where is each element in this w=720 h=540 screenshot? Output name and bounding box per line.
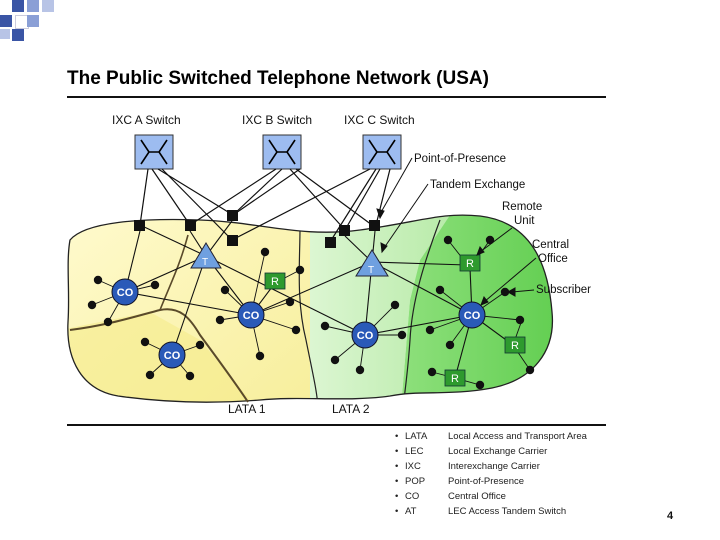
lata2-outer-region — [400, 215, 553, 403]
remote-label: R — [466, 258, 474, 270]
corner-square — [0, 15, 12, 27]
callout-central: Central — [532, 239, 569, 251]
callout-subscriber: Subscriber — [536, 284, 591, 296]
lata-divider — [298, 227, 319, 403]
page-number: 4 — [667, 510, 674, 522]
ixc-switch — [262, 134, 302, 170]
legend-definition: Central Office — [448, 491, 506, 502]
callout-pop: Point-of-Presence — [414, 153, 506, 165]
legend-bullet: • — [395, 476, 399, 487]
lata-label: LATA 1 — [228, 402, 266, 416]
central-office-node: CO — [237, 301, 265, 329]
co-label: CO — [357, 330, 374, 342]
legend-abbr: AT — [405, 506, 417, 517]
subscriber-dots — [87, 235, 535, 390]
corner-square — [12, 29, 24, 41]
legend-bullet: • — [395, 461, 399, 472]
legend-definition: Local Access and Transport Area — [448, 431, 587, 442]
cloud-outline — [67, 214, 554, 403]
co-label: CO — [243, 310, 260, 322]
switch-label: IXC A Switch — [112, 113, 181, 127]
tandem-label: T — [368, 265, 374, 276]
legend-definition: Local Exchange Carrier — [448, 446, 548, 457]
legend-abbr: IXC — [405, 461, 421, 472]
lata-label: LATA 2 — [332, 402, 370, 416]
legend-definition: LEC Access Tandem Switch — [448, 506, 567, 517]
remote-unit: R — [444, 369, 466, 387]
legend-abbr: LATA — [405, 431, 428, 442]
tandem-label: T — [202, 257, 208, 268]
co-label: CO — [164, 350, 181, 362]
legend-bullet: • — [395, 446, 399, 457]
network-cloud — [67, 215, 553, 403]
switch-label: IXC C Switch — [344, 113, 415, 127]
lata1-boundary — [159, 234, 189, 311]
remote-unit: R — [264, 272, 286, 290]
ixc-switch — [362, 134, 402, 170]
tandem-node: T — [355, 249, 389, 277]
remote-unit: R — [504, 336, 526, 354]
corner-square — [27, 0, 39, 12]
legend-bullet: • — [395, 491, 399, 502]
callout-central: Office — [538, 253, 568, 265]
legend-abbr: POP — [405, 476, 426, 487]
legend-bullet: • — [395, 431, 399, 442]
title-rule — [67, 96, 606, 98]
switch-label: IXC B Switch — [242, 113, 312, 127]
callout-remote: Unit — [514, 215, 535, 227]
co-label: CO — [117, 287, 134, 299]
legend-bullet: • — [395, 506, 399, 517]
lata2-region — [310, 215, 460, 403]
legend-abbr: CO — [405, 491, 420, 502]
lata-divider — [403, 219, 441, 401]
ixc-switch — [134, 134, 174, 170]
footer-rule — [67, 424, 606, 426]
central-office-node: CO — [111, 278, 139, 306]
page-title: The Public Switched Telephone Network (U… — [67, 68, 489, 89]
lata1-boundary — [69, 308, 249, 403]
trunk-lines — [139, 168, 391, 243]
network-links — [124, 255, 514, 379]
pop-nodes — [134, 210, 380, 248]
legend-abbr: LEC — [405, 446, 424, 457]
corner-square — [12, 0, 24, 12]
remote-unit: R — [459, 254, 481, 272]
callout-tandem: Tandem Exchange — [430, 179, 525, 191]
central-office-node: CO — [458, 301, 486, 329]
legend-definition: Interexchange Carrier — [448, 461, 540, 472]
corner-square — [0, 29, 10, 39]
corner-square — [42, 0, 54, 12]
tandem-node: T — [190, 242, 222, 269]
co-label: CO — [464, 310, 481, 322]
legend-definition: Point-of-Presence — [448, 476, 525, 487]
callout-remote: Remote — [502, 201, 542, 213]
corner-square — [27, 15, 39, 27]
remote-label: R — [511, 340, 519, 352]
central-office-node: CO — [158, 341, 186, 369]
central-office-node: CO — [351, 321, 379, 349]
callout-arrows — [376, 157, 537, 306]
remote-label: R — [451, 373, 459, 385]
remote-label: R — [271, 276, 279, 288]
